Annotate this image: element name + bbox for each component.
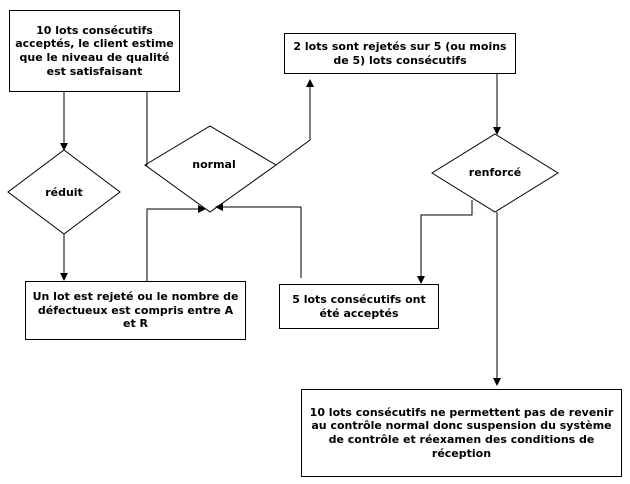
box-accepted-10-lots: 10 lots consécutifs acceptés, le client … bbox=[9, 10, 180, 92]
label-tightened: renforcé bbox=[468, 166, 522, 179]
arrow-normal-to-rejected2 bbox=[275, 79, 314, 166]
diamond-tightened bbox=[431, 133, 559, 213]
label-normal: normal bbox=[192, 158, 236, 171]
box-rejected-2-of-5: 2 lots sont rejetés sur 5 (ou moins de 5… bbox=[284, 33, 516, 74]
box-accepted-5-lots: 5 lots consécutifs ont été acceptés bbox=[279, 284, 439, 329]
arrow-lotrejected-to-normal bbox=[146, 205, 206, 282]
arrow-normal-up-left bbox=[143, 83, 151, 166]
arrow-accepted5-to-normal bbox=[215, 203, 302, 278]
box-suspension: 10 lots consécutifs ne permettent pas de… bbox=[301, 389, 622, 477]
arrow-tightened-to-accepted5 bbox=[417, 200, 473, 284]
box-lot-rejected: Un lot est rejeté ou le nombre de défect… bbox=[25, 281, 246, 340]
diamond-normal bbox=[144, 125, 277, 213]
label-reduced: réduit bbox=[45, 186, 83, 199]
